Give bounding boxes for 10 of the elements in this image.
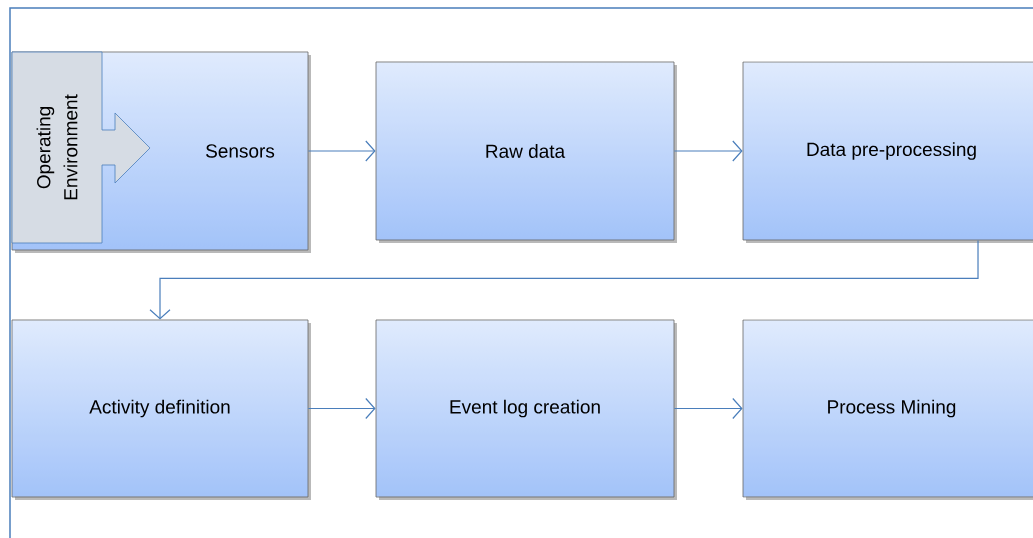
process-box: Event log creation xyxy=(375,319,677,500)
arrow xyxy=(307,397,376,420)
process-box: Process Mining xyxy=(742,319,1033,500)
process-box: Data pre-processing xyxy=(742,61,1033,243)
process-box: Activity definition xyxy=(11,319,311,500)
arrow xyxy=(673,397,743,420)
arrow xyxy=(307,140,376,162)
arrow xyxy=(149,239,979,320)
process-box: Raw data xyxy=(375,61,677,243)
arrow xyxy=(673,140,743,162)
